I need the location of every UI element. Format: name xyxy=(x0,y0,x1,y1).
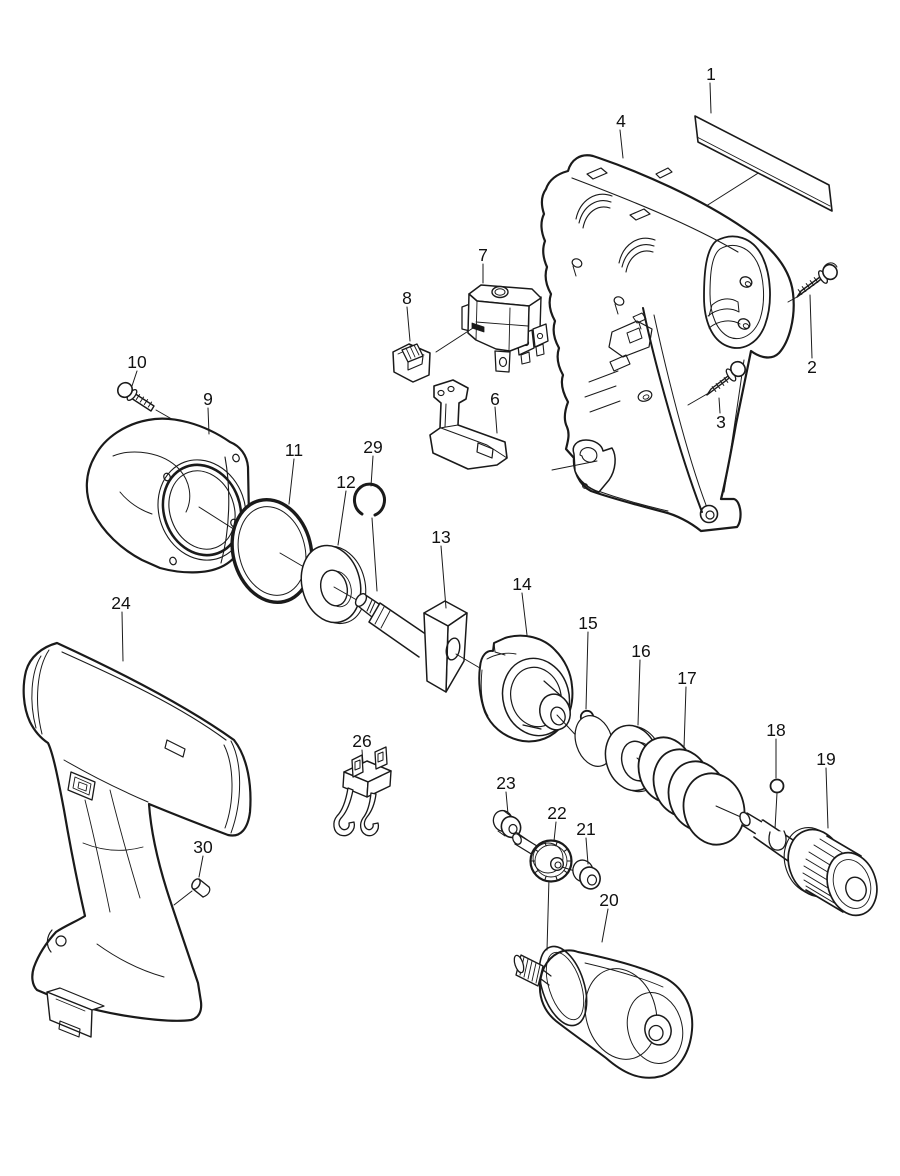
part-21-bearing xyxy=(572,859,601,890)
callout-10-number: 10 xyxy=(127,352,147,372)
part-11-o-ring xyxy=(230,497,314,605)
part-4-housing-right xyxy=(540,154,795,533)
callout-19-number: 19 xyxy=(816,749,835,769)
pointer-line-snapring xyxy=(371,517,378,592)
callout-1-leader xyxy=(709,82,712,114)
callout-26-number: 26 xyxy=(352,731,371,751)
callout-8-number: 8 xyxy=(402,288,412,308)
callout-6-number: 6 xyxy=(490,389,500,409)
part-18-steel-ball xyxy=(769,778,785,794)
callout-13-number: 13 xyxy=(431,527,450,547)
callout-12-leader xyxy=(337,490,347,546)
part-9-hammer-case xyxy=(85,417,251,574)
part-19-spindle-gear xyxy=(739,811,878,917)
callout-30-leader xyxy=(198,855,204,878)
pointer-line-ball-notch xyxy=(774,792,778,830)
part-22-pinion-gear xyxy=(512,833,573,883)
callout-20-leader xyxy=(601,908,609,943)
callout-21-leader xyxy=(585,837,589,865)
callout-14-leader xyxy=(521,592,528,636)
callout-4-leader xyxy=(619,129,624,159)
callout-24-number: 24 xyxy=(111,593,131,613)
callout-2-leader xyxy=(809,294,813,359)
callout-17-leader xyxy=(683,686,687,749)
pointer-line-switch-button xyxy=(435,327,474,353)
callout-1-number: 1 xyxy=(706,64,716,84)
callout-7-number: 7 xyxy=(478,245,488,265)
callout-14-number: 14 xyxy=(512,574,532,594)
callout-4-number: 4 xyxy=(616,111,626,131)
pointer-line-gear-motor xyxy=(546,877,550,951)
part-29-snap-ring xyxy=(352,482,386,517)
part-8-lock-button xyxy=(392,343,431,383)
callout-20-number: 20 xyxy=(599,890,619,910)
part-20-motor xyxy=(513,945,694,1079)
callout-3-number: 3 xyxy=(716,412,726,432)
callout-9-leader xyxy=(207,407,210,435)
callout-16-leader xyxy=(637,659,641,726)
callout-18-number: 18 xyxy=(766,720,785,740)
callout-22-leader xyxy=(553,821,557,842)
callout-19-leader xyxy=(825,767,829,829)
part-6-bracket xyxy=(429,379,508,470)
part-14-hammer xyxy=(478,634,574,743)
callout-30-number: 30 xyxy=(193,837,213,857)
callout-16-number: 16 xyxy=(631,641,650,661)
callout-2-number: 2 xyxy=(807,357,817,377)
callout-29-leader xyxy=(370,455,374,487)
callout-11-number: 11 xyxy=(285,440,303,460)
callout-15-leader xyxy=(585,631,589,710)
pointer-line-spring-spindle xyxy=(715,805,744,819)
pointer-line-foot xyxy=(551,460,598,471)
pointer-line-label xyxy=(702,169,764,209)
callout-13-leader xyxy=(440,545,447,609)
callout-3-leader xyxy=(718,397,721,414)
callout-11-leader xyxy=(288,458,295,505)
part-13-anvil xyxy=(354,593,468,693)
callout-22-number: 22 xyxy=(547,803,566,823)
callout-9-number: 9 xyxy=(203,389,213,409)
callout-23-leader xyxy=(505,791,509,815)
part-26-terminal-clip xyxy=(333,746,392,837)
part-24-housing-left xyxy=(22,641,252,1038)
part-1-name-plate xyxy=(694,115,833,212)
part-7-switch xyxy=(461,284,549,373)
callout-12-number: 12 xyxy=(336,472,355,492)
callout-24-leader xyxy=(121,611,124,662)
callout-layer: 1234678910111213141516171819202122232426… xyxy=(111,64,836,943)
callout-17-number: 17 xyxy=(677,668,696,688)
callout-29-number: 29 xyxy=(363,437,382,457)
part-23-bearing xyxy=(492,809,522,839)
callout-10-leader xyxy=(131,370,138,387)
callout-26-leader xyxy=(361,749,364,764)
callout-6-leader xyxy=(494,406,498,434)
part-3-screw xyxy=(687,360,746,406)
part-2-screw xyxy=(787,262,838,303)
callout-15-number: 15 xyxy=(578,613,597,633)
part-17-compression-spring xyxy=(637,736,746,846)
callout-21-number: 21 xyxy=(576,819,595,839)
part-12-flat-washer xyxy=(300,544,367,625)
part-30-pin xyxy=(173,878,211,906)
callout-8-leader xyxy=(406,306,411,342)
callout-23-number: 23 xyxy=(496,773,515,793)
